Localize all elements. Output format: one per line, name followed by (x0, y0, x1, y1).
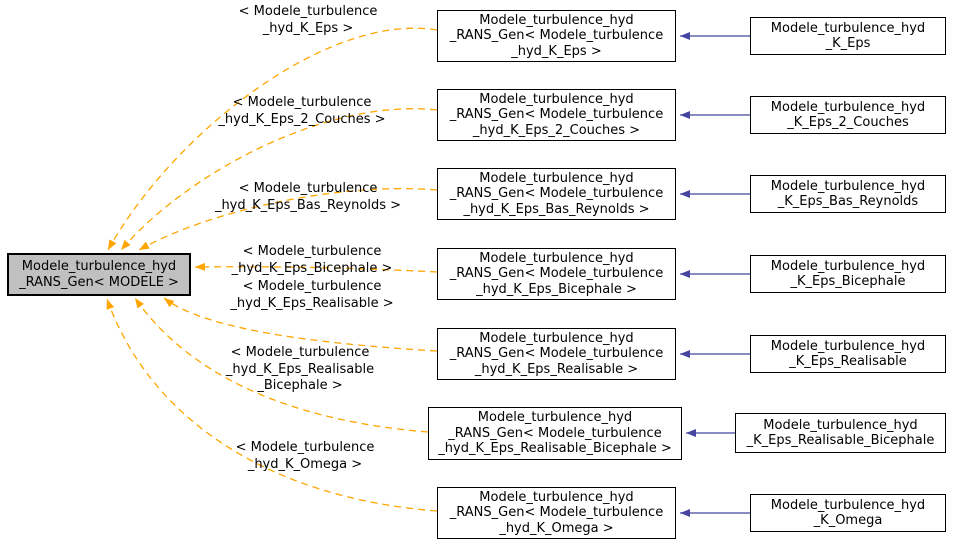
node-class-k-omega[interactable]: Modele_turbulence_hyd _K_Omega (750, 494, 946, 532)
node-instance-k-omega[interactable]: Modele_turbulence_hyd _RANS_Gen< Modele_… (437, 487, 676, 539)
edge-label-k-eps-2-couches: < Modele_turbulence _hyd_K_Eps_2_Couches… (218, 95, 386, 127)
template-edge-k-eps (107, 27, 438, 251)
node-class-k-eps-realisable[interactable]: Modele_turbulence_hyd _K_Eps_Realisable (750, 335, 946, 373)
template-edge-k-omega (106, 298, 438, 512)
edge-label-k-eps-bicephale: < Modele_turbulence _hyd_K_Eps_Bicephale… (231, 244, 393, 276)
edge-label-k-eps-realisable-bicephale: < Modele_turbulence _hyd_K_Eps_Realisabl… (225, 345, 375, 393)
template-edge-k-eps-realisable (163, 297, 438, 352)
node-rans-gen-template[interactable]: Modele_turbulence_hyd _RANS_Gen< MODELE … (7, 253, 191, 296)
template-edge-k-eps-2-couches (120, 108, 438, 251)
node-class-k-eps[interactable]: Modele_turbulence_hyd _K_Eps (750, 17, 946, 55)
edge-label-k-eps: < Modele_turbulence _hyd_K_Eps > (238, 4, 378, 36)
node-instance-k-eps-bicephale[interactable]: Modele_turbulence_hyd _RANS_Gen< Modele_… (437, 248, 676, 300)
edge-label-k-omega: < Modele_turbulence _hyd_K_Omega > (235, 440, 375, 472)
node-instance-k-eps-bas-reynolds[interactable]: Modele_turbulence_hyd _RANS_Gen< Modele_… (437, 168, 676, 220)
node-class-k-eps-2-couches[interactable]: Modele_turbulence_hyd _K_Eps_2_Couches (750, 96, 946, 134)
template-edge-k-eps-bicephale (194, 262, 438, 273)
template-edge-k-eps-bas-reynolds (138, 187, 438, 251)
node-instance-k-eps-realisable[interactable]: Modele_turbulence_hyd _RANS_Gen< Modele_… (437, 328, 676, 380)
node-instance-k-eps[interactable]: Modele_turbulence_hyd _RANS_Gen< Modele_… (437, 10, 676, 62)
node-instance-k-eps-2-couches[interactable]: Modele_turbulence_hyd _RANS_Gen< Modele_… (437, 89, 676, 141)
node-class-k-eps-bicephale[interactable]: Modele_turbulence_hyd _K_Eps_Bicephale (750, 255, 946, 293)
node-class-k-eps-bas-reynolds[interactable]: Modele_turbulence_hyd _K_Eps_Bas_Reynold… (750, 175, 946, 213)
node-class-k-eps-realisable-bicephale[interactable]: Modele_turbulence_hyd _K_Eps_Realisable_… (735, 413, 946, 453)
node-instance-k-eps-realisable-bicephale[interactable]: Modele_turbulence_hyd _RANS_Gen< Modele_… (428, 407, 682, 460)
edge-label-k-eps-bas-reynolds: < Modele_turbulence _hyd_K_Eps_Bas_Reyno… (214, 181, 402, 213)
edge-label-k-eps-realisable: < Modele_turbulence _hyd_K_Eps_Realisabl… (230, 279, 394, 311)
